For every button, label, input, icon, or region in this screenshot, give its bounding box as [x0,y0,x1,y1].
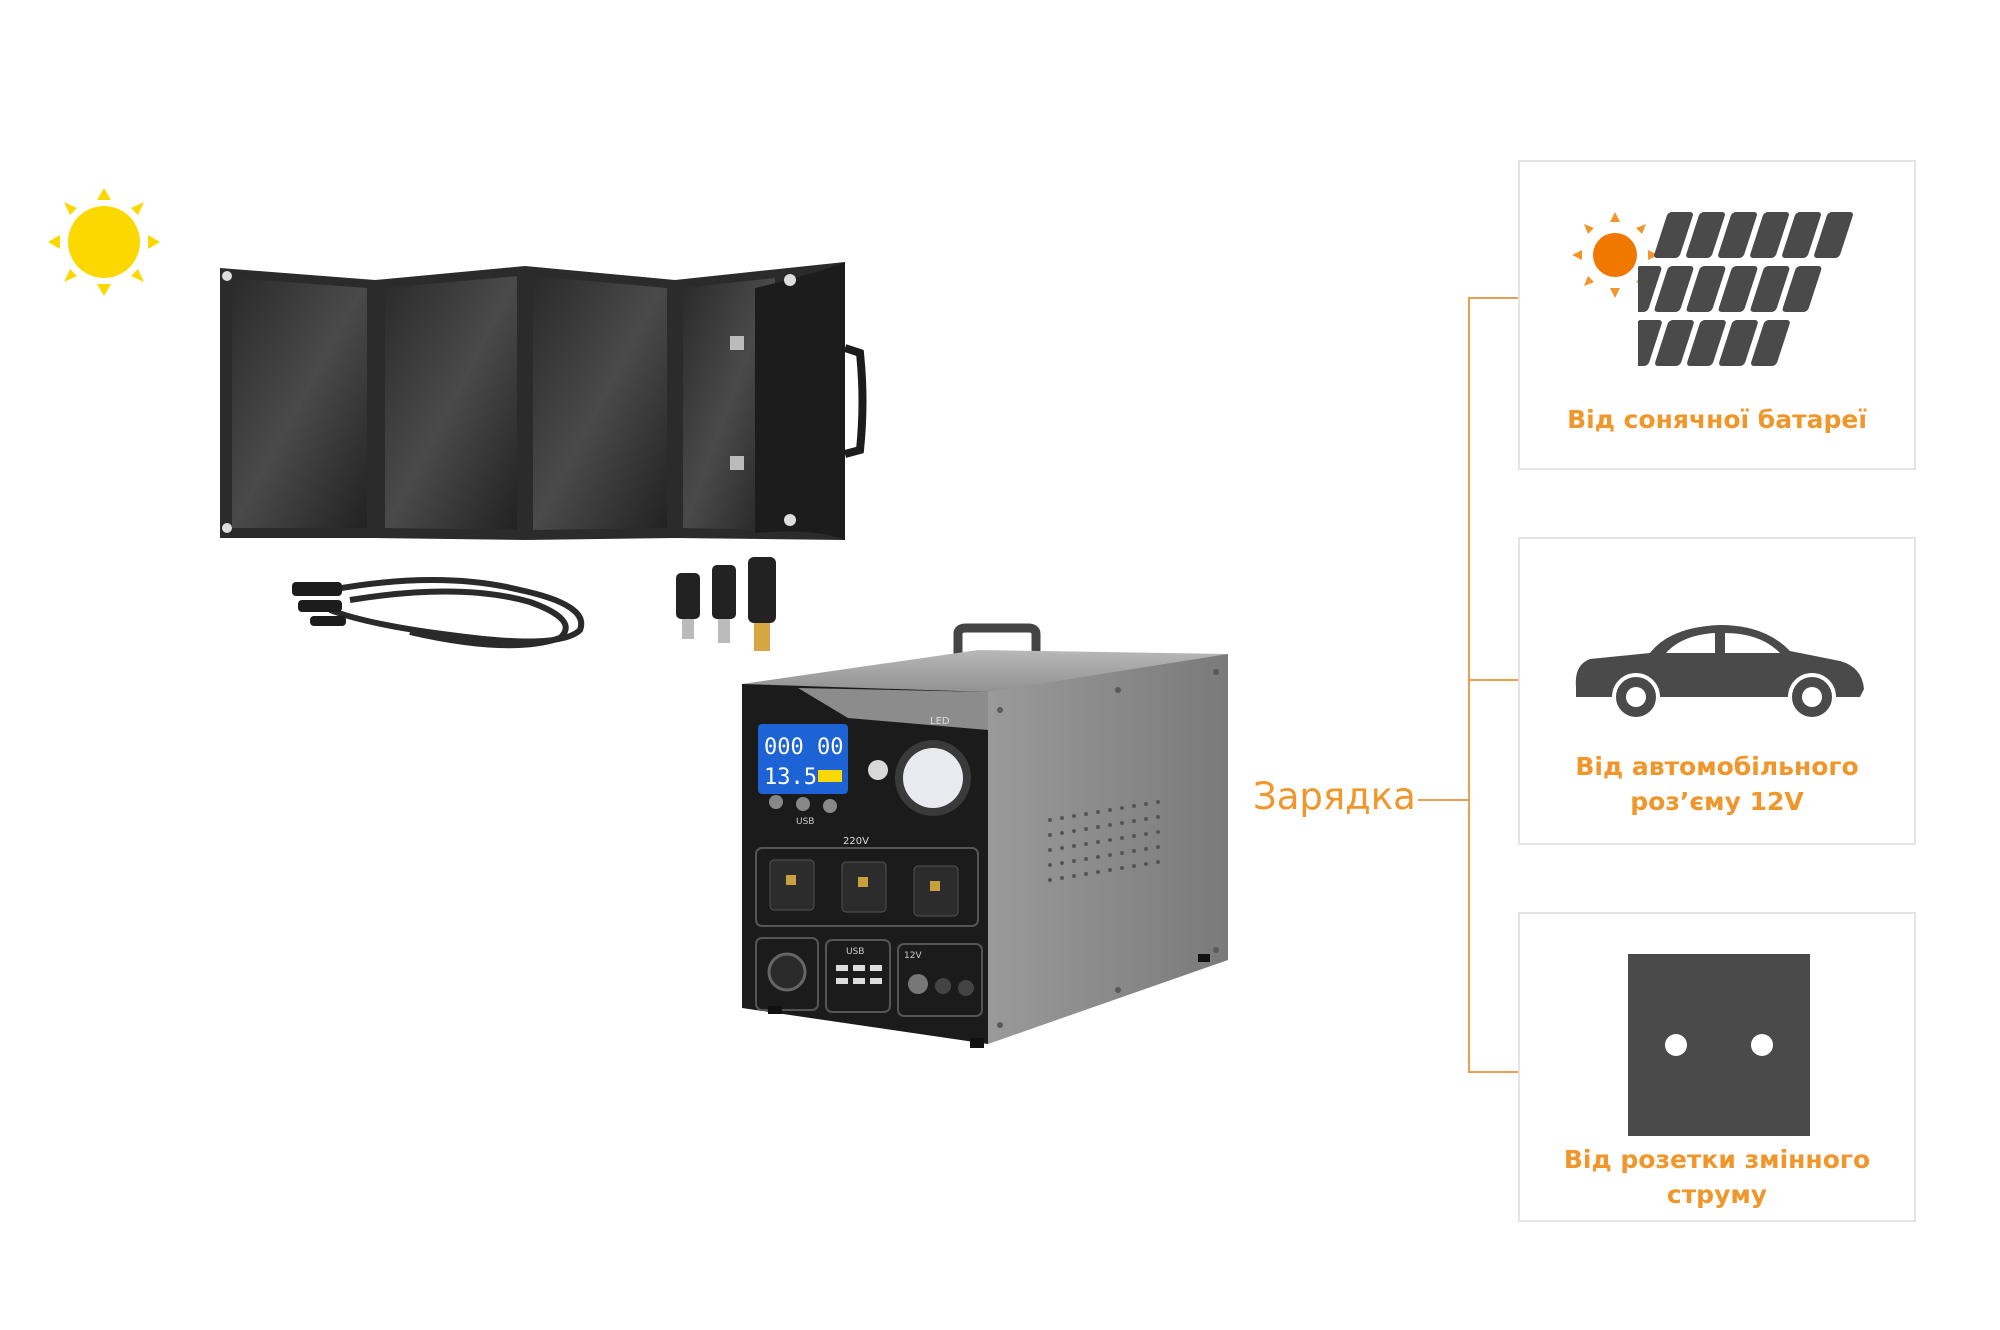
source-label-car: Від автомобільного роз’єму 12V [1520,749,1914,819]
connector-vertical-trunk [1468,297,1470,1073]
ac-output-label: 220V [843,836,869,847]
led-label: LED [930,716,950,727]
lcd-top-readout: 000 00 [764,735,843,760]
charging-label: Зарядка [1253,775,1416,818]
connector-to-outlet [1468,1071,1520,1073]
source-card-solar: Від сонячної батареї [1518,160,1916,470]
car-icon [1575,625,1864,717]
source-label-line: роз’єму 12V [1630,787,1804,816]
usb-ports-label: USB [846,947,864,957]
source-label-line: струму [1666,1180,1768,1209]
source-label-outlet: Від розетки змінного струму [1520,1142,1914,1212]
solar-cable [292,577,585,649]
source-card-car: Від автомобільного роз’єму 12V [1518,537,1916,845]
dc-adapters [676,557,776,651]
solar-panel-icon [1638,212,1853,366]
source-label-solar: Від сонячної батареї [1520,402,1914,437]
lcd-bottom-readout: 13.5 [764,765,817,790]
connector-to-solar [1468,297,1520,299]
source-label-line: Від сонячної батареї [1567,405,1867,434]
ac-outlet-icon [1628,954,1810,1136]
source-label-line: Від автомобільного [1575,752,1859,781]
folding-solar-panel [220,262,867,540]
connector-to-car [1468,679,1520,681]
sun-icon [48,188,160,296]
connector-charging-stub [1418,799,1470,801]
source-label-line: Від розетки змінного [1563,1145,1871,1174]
dc-output-label: 12V [904,951,922,961]
usb-button-label: USB [796,817,814,827]
portable-power-station: 000 00 13.5 USB LED 220V USB [742,623,1228,1048]
source-card-outlet: Від розетки змінного струму [1518,912,1916,1222]
sun-orange-icon [1572,212,1658,298]
